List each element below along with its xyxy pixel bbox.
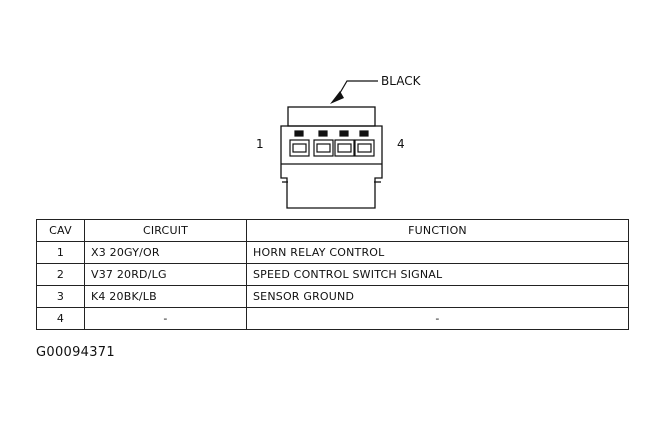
function-cell: SPEED CONTROL SWITCH SIGNAL	[246, 263, 629, 286]
header-circuit: CIRCUIT	[84, 219, 247, 242]
circuit-cell: X3 20GY/OR	[84, 241, 247, 264]
circuit-cell: -	[84, 307, 247, 330]
pinout-table: CAV CIRCUIT FUNCTION 1 X3 20GY/OR HORN R…	[36, 219, 629, 330]
table-header-row: CAV CIRCUIT FUNCTION	[36, 219, 629, 242]
cav-cell: 4	[36, 307, 85, 330]
function-cell: HORN RELAY CONTROL	[246, 241, 629, 264]
cavity-number-left: 1	[256, 137, 264, 151]
leader-arrow	[330, 80, 378, 104]
cav-cell: 3	[36, 285, 85, 308]
circuit-cell: V37 20RD/LG	[84, 263, 247, 286]
function-cell: SENSOR GROUND	[246, 285, 629, 308]
table-row: 4 - -	[36, 307, 629, 330]
table-row: 2 V37 20RD/LG SPEED CONTROL SWITCH SIGNA…	[36, 263, 629, 286]
cavity-1	[289, 130, 310, 157]
table-row: 1 X3 20GY/OR HORN RELAY CONTROL	[36, 241, 629, 264]
cavity-3	[334, 130, 355, 157]
header-function: FUNCTION	[246, 219, 629, 242]
cavity-4	[354, 130, 375, 157]
cav-cell: 2	[36, 263, 85, 286]
connector-color-label: BLACK	[381, 74, 422, 88]
cav-cell: 1	[36, 241, 85, 264]
header-cav: CAV	[36, 219, 85, 242]
function-cell: -	[246, 307, 629, 330]
cavity-terminals	[289, 130, 375, 157]
circuit-cell: K4 20BK/LB	[84, 285, 247, 308]
cavity-number-right: 4	[397, 137, 405, 151]
cavity-2	[313, 130, 334, 157]
figure-id: G00094371	[36, 345, 115, 360]
table-row: 3 K4 20BK/LB SENSOR GROUND	[36, 285, 629, 308]
connector-body	[280, 106, 383, 209]
